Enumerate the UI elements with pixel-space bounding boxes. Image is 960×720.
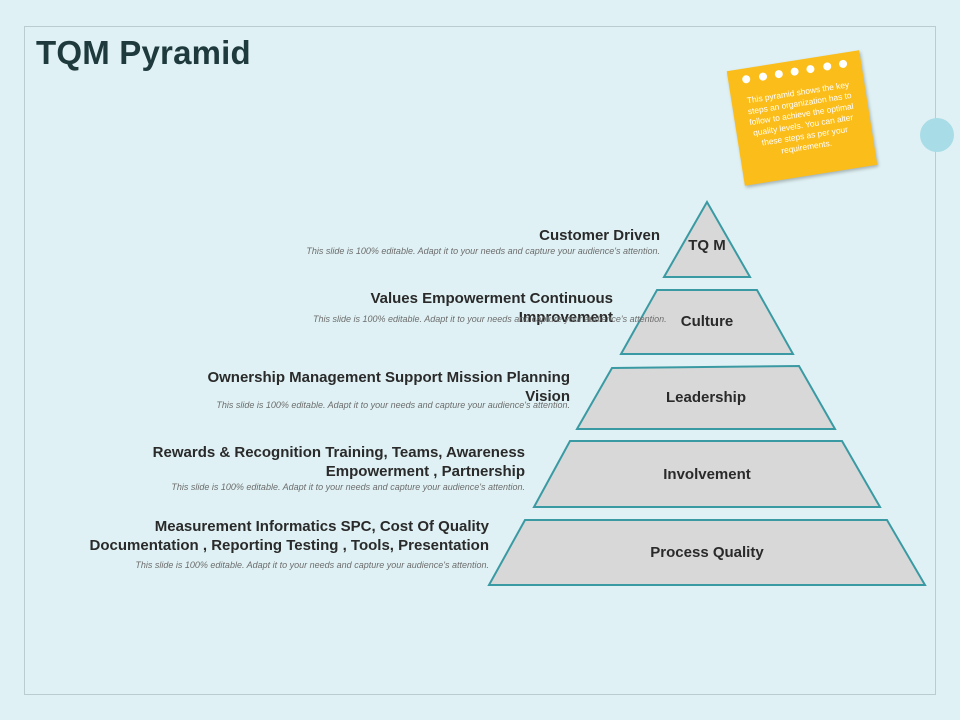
tier-label-leadership: Leadership <box>665 389 747 406</box>
block-description: This slide is 100% editable. Adapt it to… <box>306 246 660 256</box>
block-heading: Values Empowerment Continuous Improvemen… <box>370 290 613 326</box>
block-description: This slide is 100% editable. Adapt it to… <box>171 482 525 492</box>
text-block-involvement: Rewards & Recognition Training, Teams, A… <box>115 443 525 493</box>
block-heading: Rewards & Recognition Training, Teams, A… <box>152 444 525 480</box>
block-description: This slide is 100% editable. Adapt it to… <box>135 560 489 570</box>
pyramid-tier-5 <box>487 519 927 586</box>
tier-label-culture: Culture <box>680 313 734 330</box>
pyramid-tier-3 <box>575 364 837 430</box>
tier-label-involvement: Involvement <box>663 466 751 483</box>
page-title: TQM Pyramid <box>36 34 251 71</box>
tier-label-tqm: TQ M <box>688 237 726 254</box>
tier-label-process-quality: Process Quality <box>650 544 764 561</box>
text-block-culture: Values Empowerment Continuous Improvemen… <box>313 289 667 326</box>
block-heading: Customer Driven <box>539 227 660 244</box>
block-heading: Ownership Management Support Mission Pla… <box>207 369 570 405</box>
block-description: This slide is 100% editable. Adapt it to… <box>216 400 570 410</box>
text-block-customer-driven: Customer Driven This slide is 100% edita… <box>160 226 660 257</box>
pyramid-tier-4 <box>532 440 882 508</box>
pyramid-tier-2 <box>619 289 795 355</box>
slide-frame <box>24 26 936 695</box>
text-block-leadership: Ownership Management Support Mission Pla… <box>160 368 570 411</box>
pyramid-tier-1 <box>662 199 752 278</box>
decorative-circle <box>920 118 954 152</box>
text-block-process-quality: Measurement Informatics SPC, Cost Of Qua… <box>49 517 489 571</box>
block-description: This slide is 100% editable. Adapt it to… <box>313 314 667 324</box>
block-heading: Measurement Informatics SPC, Cost Of Qua… <box>89 518 489 554</box>
